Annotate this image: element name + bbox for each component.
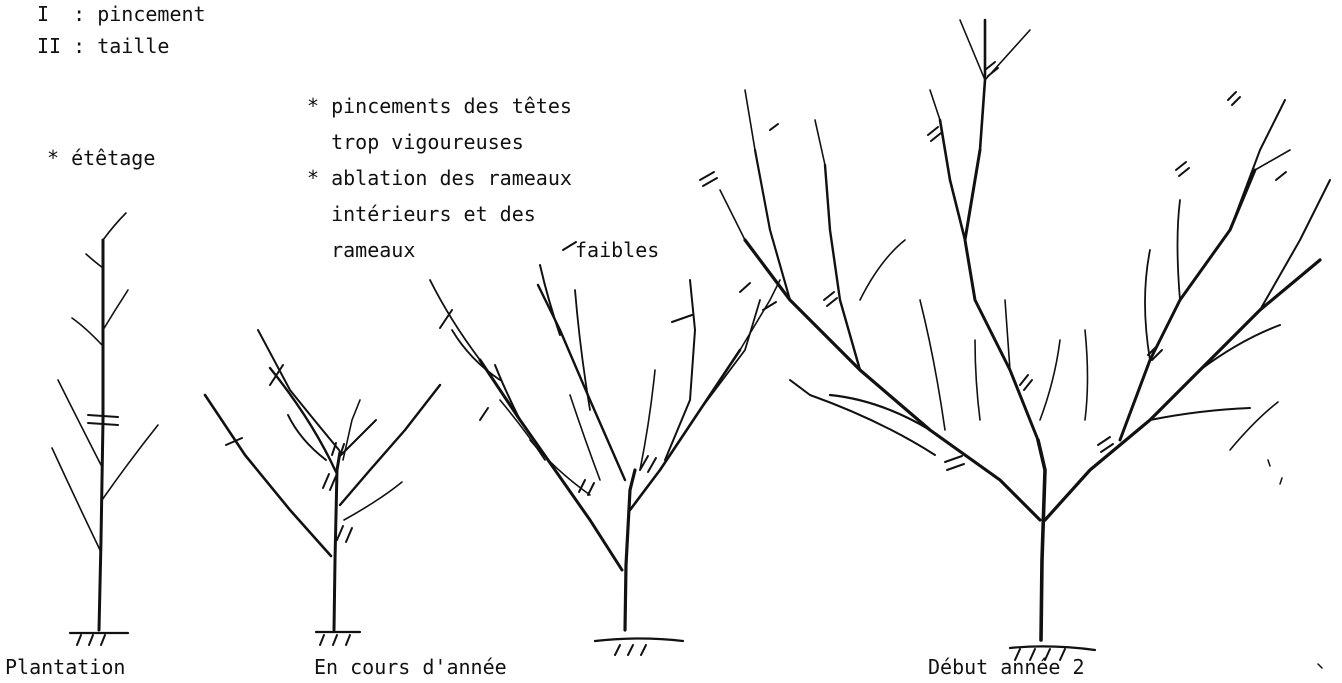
tree-debut-annee-2 [700, 20, 1330, 660]
tree-transition [430, 242, 780, 655]
stray-marks [1268, 460, 1322, 668]
tree-en-cours [205, 330, 440, 645]
tree-plantation [52, 213, 158, 645]
